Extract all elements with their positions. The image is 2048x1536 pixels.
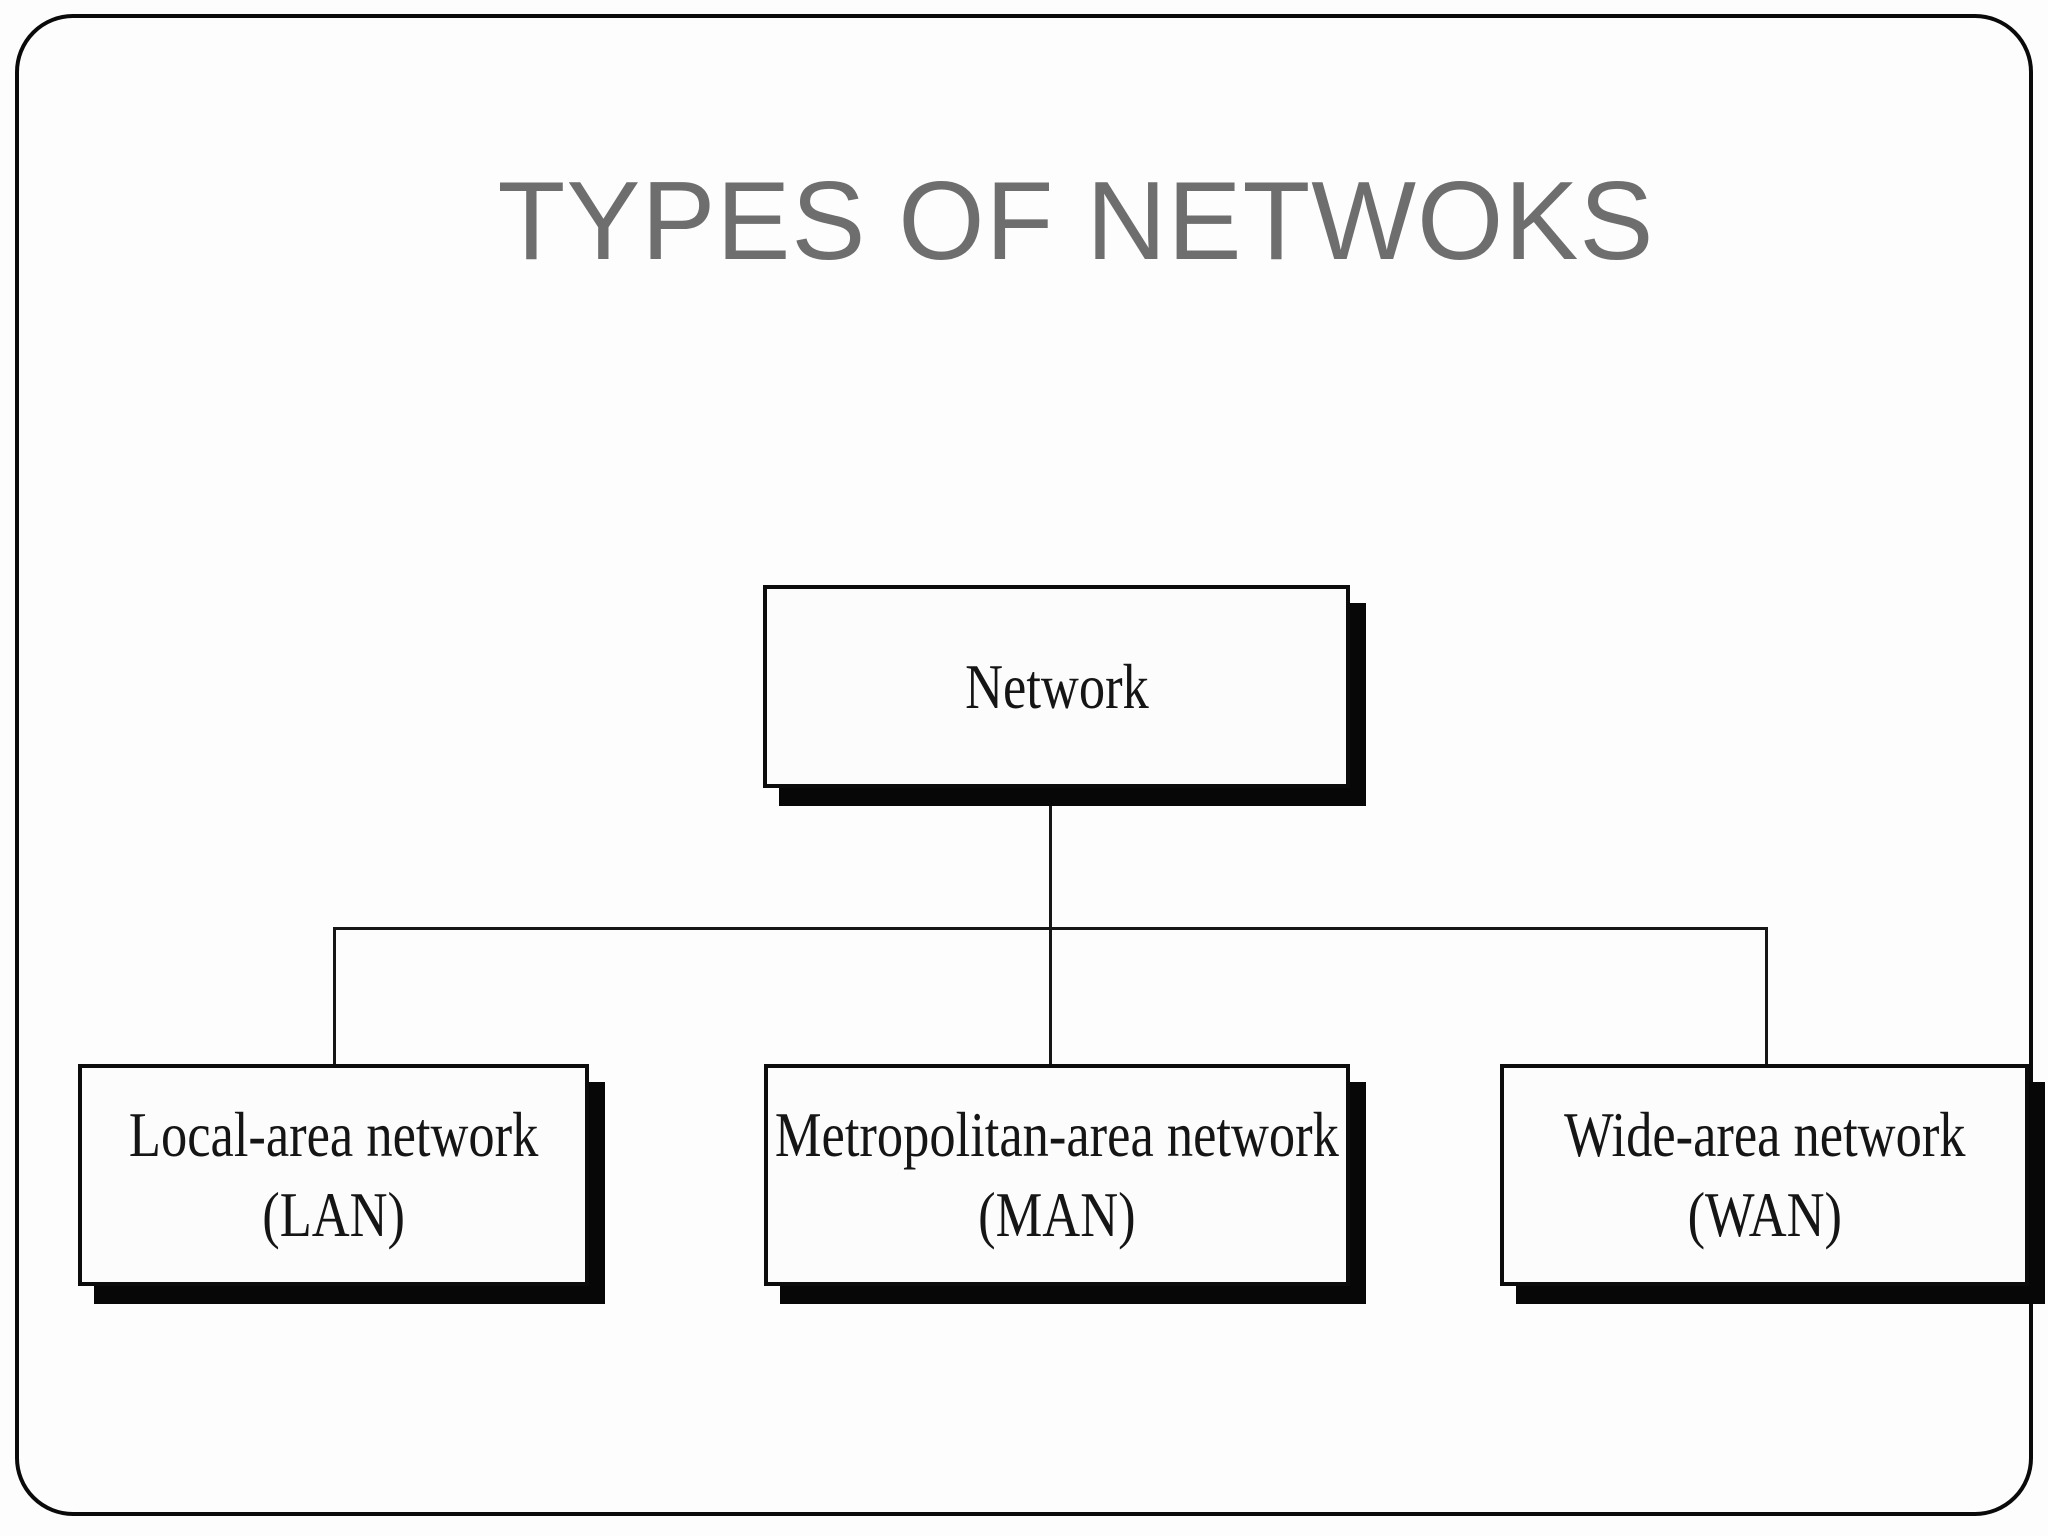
connector-drop-man bbox=[1049, 927, 1052, 1067]
node-network-label: Network bbox=[964, 650, 1149, 722]
node-man-label: Metropolitan-area network (MAN) bbox=[775, 1095, 1339, 1255]
node-man: Metropolitan-area network (MAN) bbox=[764, 1064, 1350, 1286]
node-wan-label: Wide-area network (WAN) bbox=[1564, 1095, 1965, 1255]
connector-root-stem bbox=[1049, 786, 1052, 930]
node-man-abbr: (MAN) bbox=[978, 1179, 1136, 1250]
node-wan-name: Wide-area network bbox=[1563, 1099, 1966, 1170]
node-network: Network bbox=[763, 585, 1350, 788]
slide-border bbox=[15, 14, 2033, 1516]
connector-drop-wan bbox=[1765, 927, 1768, 1067]
node-wan: Wide-area network (WAN) bbox=[1500, 1064, 2029, 1286]
slide-title: TYPES OF NETWOKS bbox=[497, 159, 1655, 283]
node-lan-abbr: (LAN) bbox=[262, 1179, 405, 1250]
connector-drop-lan bbox=[333, 927, 336, 1067]
node-lan-name: Local-area network bbox=[128, 1099, 539, 1170]
node-lan: Local-area network (LAN) bbox=[78, 1064, 589, 1286]
node-wan-abbr: (WAN) bbox=[1687, 1179, 1842, 1250]
node-man-name: Metropolitan-area network bbox=[775, 1099, 1339, 1170]
node-lan-label: Local-area network (LAN) bbox=[129, 1095, 538, 1255]
